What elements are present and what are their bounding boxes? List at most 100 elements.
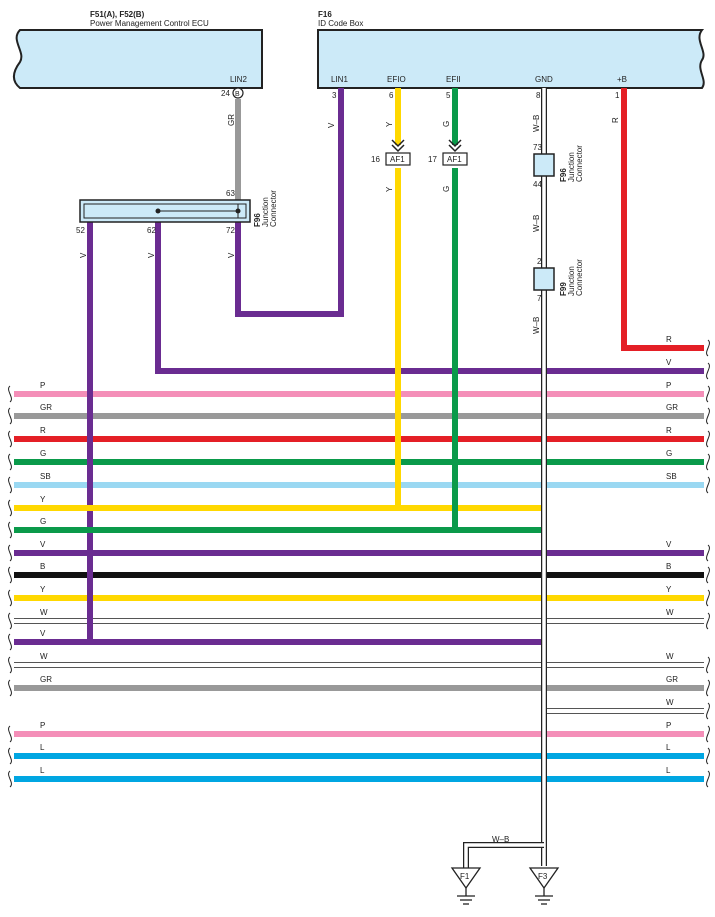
- break-mark: [706, 339, 710, 357]
- bus-label-right: GR: [666, 403, 678, 412]
- wire-y-efio-label2: Y: [385, 186, 394, 192]
- ecu-connector-circle: [232, 87, 244, 99]
- f96-right-bottom-pin: 44: [533, 180, 542, 189]
- wire-v-lin1-label: V: [327, 122, 336, 128]
- af1-16-label: AF1: [390, 155, 405, 164]
- bus-label-right: SB: [666, 472, 677, 481]
- bus-label-left: Y: [40, 585, 46, 594]
- bus-label-right: B: [666, 562, 671, 571]
- idbox-pin-efii: EFII: [446, 75, 461, 84]
- bus-label-left: W: [40, 608, 48, 617]
- break-mark: [8, 770, 12, 788]
- wire-g-efii: [14, 168, 458, 533]
- idbox-box: [317, 29, 705, 89]
- ecu-name: Power Management Control ECU: [90, 19, 209, 28]
- bus-label-right: Y: [666, 585, 672, 594]
- break-mark: [706, 407, 710, 425]
- break-mark: [706, 453, 710, 471]
- break-mark: [8, 679, 12, 697]
- break-mark: [8, 633, 12, 651]
- idbox-code: F16: [318, 10, 332, 19]
- bus-label-right: R: [666, 335, 672, 344]
- break-mark: [8, 656, 12, 674]
- bus-label-left: G: [40, 517, 46, 526]
- break-mark: [8, 566, 12, 584]
- idbox-pin-lin1: LIN1: [331, 75, 348, 84]
- bus-label-left: P: [40, 721, 45, 730]
- f96-left-code: F96: [253, 213, 262, 227]
- bus-label-right: GR: [666, 675, 678, 684]
- idbox-pinno-efio: 6: [389, 91, 394, 100]
- wire-v-lin1: [235, 88, 344, 317]
- bus-label-left: R: [40, 426, 46, 435]
- ground-f1-label: F1: [460, 872, 470, 881]
- wire-wb-gnd: [463, 88, 547, 868]
- break-mark: [706, 747, 710, 765]
- break-mark: [8, 407, 12, 425]
- break-mark: [8, 385, 12, 403]
- idbox-pinno-gnd: 8: [536, 91, 541, 100]
- junction-connector-f99: [533, 267, 555, 291]
- wire-v-62-label: V: [147, 252, 156, 258]
- break-mark: [706, 544, 710, 562]
- ground-f1: F1: [450, 867, 482, 905]
- bus-label-left: GR: [40, 403, 52, 412]
- break-mark: [706, 656, 710, 674]
- ecu-pin-conn: B: [235, 91, 240, 98]
- idbox-pinno-b: 1: [615, 91, 620, 100]
- ecu-code: F51(A), F52(B): [90, 10, 145, 19]
- f96-left-pin-52: 52: [76, 226, 85, 235]
- bus-label-right: P: [666, 721, 671, 730]
- af1-16-pin: 16: [371, 155, 380, 164]
- break-mark: [8, 612, 12, 630]
- wire-v-52: [14, 222, 93, 645]
- bus-label-right: P: [666, 381, 671, 390]
- f99-name2: Connector: [575, 259, 584, 296]
- f99-top-pin: 2: [537, 257, 542, 266]
- bus-label-left: B: [40, 562, 45, 571]
- bus-label-left: P: [40, 381, 45, 390]
- break-mark: [706, 566, 710, 584]
- bus-label-left: L: [40, 743, 45, 752]
- wire-g-efii-label2: G: [442, 186, 451, 192]
- break-mark: [8, 521, 12, 539]
- break-mark: [8, 453, 12, 471]
- f96-right-name1: Junction: [567, 152, 576, 182]
- bus-label-left: SB: [40, 472, 51, 481]
- junction-connector-f96-left: [79, 199, 251, 223]
- ground-wire-label: W–B: [492, 835, 509, 844]
- bus-label-right: L: [666, 766, 671, 775]
- idbox-pinno-efii: 5: [446, 91, 451, 100]
- break-mark: [706, 430, 710, 448]
- break-mark: [706, 362, 710, 380]
- bus-label-right: W: [666, 608, 674, 617]
- break-mark: [8, 589, 12, 607]
- idbox-name: ID Code Box: [318, 19, 363, 28]
- af1-17-pin: 17: [428, 155, 437, 164]
- break-mark: [8, 725, 12, 743]
- wire-gr-lin2-label: GR: [227, 114, 236, 126]
- bus-label-left: V: [40, 540, 46, 549]
- wire-wb-label-1: W–B: [532, 115, 541, 132]
- ground-f3-label: F3: [538, 872, 548, 881]
- bus-label-right: W: [666, 698, 674, 707]
- bus-label-right: V: [666, 540, 672, 549]
- bus-label-left: Y: [40, 495, 46, 504]
- bus-label-left: W: [40, 652, 48, 661]
- break-mark: [706, 725, 710, 743]
- f99-code: F99: [559, 282, 568, 296]
- bus-label-right: L: [666, 743, 671, 752]
- af1-17-label: AF1: [447, 155, 462, 164]
- break-mark: [8, 544, 12, 562]
- wire-v-62: [155, 222, 704, 374]
- f99-bottom-pin: 7: [537, 294, 542, 303]
- f96-left-name1: Junction: [261, 197, 270, 227]
- wire-v-52-label: V: [79, 252, 88, 258]
- break-mark: [8, 430, 12, 448]
- bus-label-left: G: [40, 449, 46, 458]
- bus-label-right: W: [666, 652, 674, 661]
- f96-left-name2: Connector: [269, 190, 278, 227]
- af1-connector-16: AF1 16: [371, 139, 411, 166]
